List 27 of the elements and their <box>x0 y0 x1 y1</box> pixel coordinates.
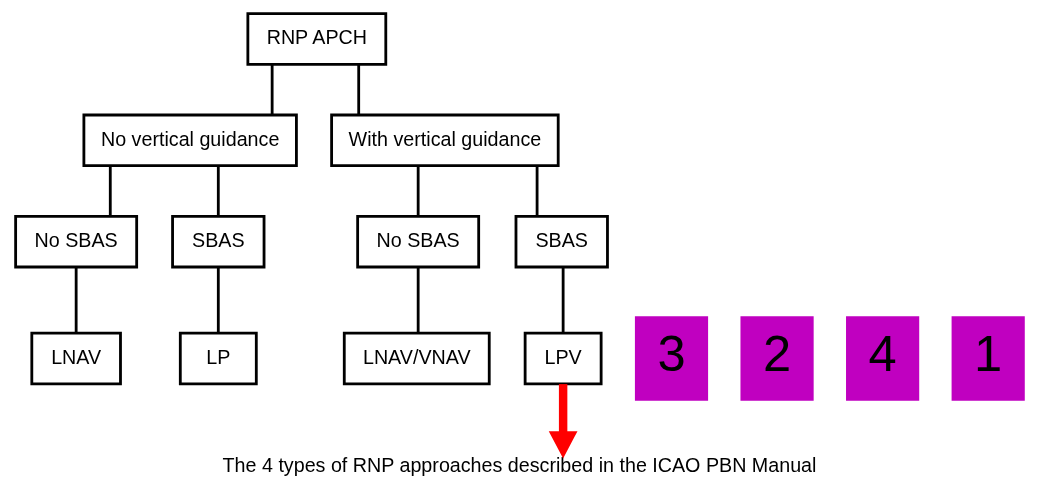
connector <box>356 64 360 115</box>
connector <box>535 165 538 216</box>
node-box: LNAV/VNAV <box>342 331 491 386</box>
caption: The 4 types of RNP approaches described in the ICAO PBN Manual <box>222 454 816 477</box>
node-box: 1 <box>951 316 1025 401</box>
node-box: RNP APCH <box>245 12 387 66</box>
node-box: 4 <box>845 316 919 401</box>
connector <box>416 165 420 216</box>
node-box: 3 <box>634 316 708 401</box>
node-box: No vertical guidance <box>82 113 298 168</box>
connector <box>108 165 112 216</box>
arrow <box>548 384 577 459</box>
node-box: LNAV <box>29 331 122 386</box>
connector <box>216 165 220 216</box>
node-box: With vertical guidance <box>329 113 560 168</box>
node-box: LPV <box>523 331 603 386</box>
connector <box>216 267 220 333</box>
node-box: 2 <box>739 316 814 401</box>
connector <box>74 267 78 333</box>
connector <box>561 267 565 333</box>
node-box: LP <box>178 331 258 386</box>
connector <box>270 64 274 115</box>
node-box: No SBAS <box>355 214 480 269</box>
node-box: No SBAS <box>13 214 138 269</box>
node-box: SBAS <box>170 214 265 269</box>
node-box: SBAS <box>514 214 609 269</box>
connector <box>416 267 420 333</box>
